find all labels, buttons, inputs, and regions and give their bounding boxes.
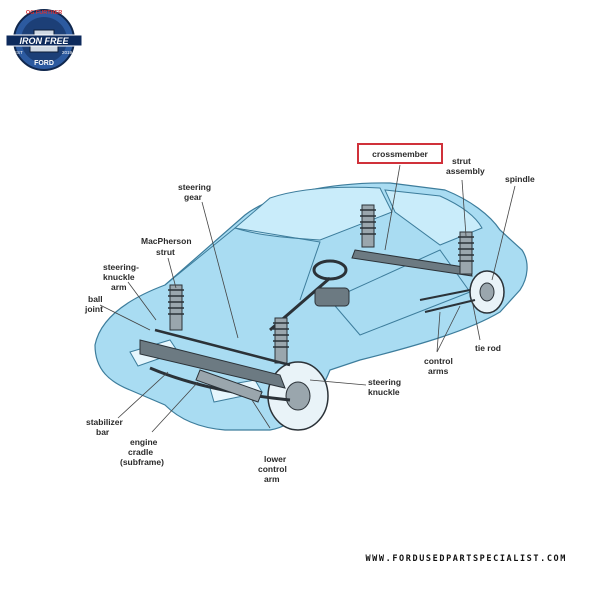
label-engine-cradle-2: cradle xyxy=(128,447,153,457)
stabilizer-bar-shape xyxy=(149,366,291,402)
side-window xyxy=(384,189,483,246)
leader-steering-gear xyxy=(201,201,239,339)
logo-brand-text: IRON FREE xyxy=(19,36,69,46)
label-strut-assembly-1: strut xyxy=(452,156,471,166)
label-steering-knuckle-2: knuckle xyxy=(368,387,400,397)
label-stabilizer-2: bar xyxy=(96,427,110,437)
leader-ball-joint xyxy=(99,304,151,331)
windshield xyxy=(233,186,393,241)
leader-spindle xyxy=(491,185,516,281)
leader-knuckle-arm xyxy=(127,281,157,321)
leader-strut-assembly xyxy=(461,179,467,237)
lower-control-arm-shape xyxy=(195,369,263,403)
label-steering-gear-2: gear xyxy=(184,192,203,202)
leader-crossmember xyxy=(384,164,401,251)
label-lower-control-arm-3: arm xyxy=(264,474,280,484)
label-macpherson-1: MacPherson xyxy=(141,236,192,246)
rear-strut-left xyxy=(361,204,375,248)
label-control-arms-2: arms xyxy=(428,366,449,376)
part-labels: crossmember strut assembly spindle steer… xyxy=(84,143,535,484)
label-knuckle-arm-2: knuckle xyxy=(103,272,135,282)
crossmember-highlight-box xyxy=(357,143,443,164)
label-strut-assembly-2: assembly xyxy=(446,166,485,176)
logo-sub-text: FORD xyxy=(34,60,54,67)
label-ball-joint-1: ball xyxy=(88,294,103,304)
label-ball-joint-2: joint xyxy=(84,304,103,314)
label-macpherson-2: strut xyxy=(156,247,175,257)
label-steering-knuckle-1: steering xyxy=(368,377,401,387)
label-control-arms-1: control xyxy=(424,356,453,366)
label-engine-cradle-3: (subframe) xyxy=(120,457,164,467)
label-stabilizer-1: stabilizer xyxy=(86,417,124,427)
label-steering-gear-1: steering xyxy=(178,182,211,192)
steering-gear-box xyxy=(314,287,350,307)
label-knuckle-arm-3: arm xyxy=(111,282,127,292)
rear-strut-right xyxy=(459,231,473,275)
suspension-parts xyxy=(139,204,476,403)
brand-logo: IRON FREE OG FURTHER EST 2019 FORD xyxy=(5,9,83,71)
leader-stabilizer xyxy=(117,371,169,419)
car-body xyxy=(94,182,528,431)
engine-cradle xyxy=(139,339,286,389)
label-crossmember: crossmember xyxy=(372,149,428,159)
logo-est-left: EST xyxy=(14,50,23,55)
steering-rack xyxy=(154,328,291,367)
leader-lower-control-arm xyxy=(251,399,271,429)
leader-control-arms xyxy=(436,305,461,353)
label-lower-control-arm-1: lower xyxy=(264,454,287,464)
front-spring-left xyxy=(168,289,184,315)
leader-tie-rod xyxy=(471,299,481,341)
leader-macpherson xyxy=(167,257,177,289)
front-spring-right xyxy=(273,322,289,348)
rear-hub xyxy=(479,282,495,302)
label-tie-rod: tie rod xyxy=(475,343,501,353)
footer-url: WWW.FORDUSEDPARTSPECIALIST.COM xyxy=(365,554,567,564)
label-lower-control-arm-2: control xyxy=(258,464,287,474)
leader-steering-knuckle xyxy=(309,379,367,386)
crossmember-beam xyxy=(351,249,473,277)
hood-line xyxy=(164,227,321,301)
rear-control-arms xyxy=(419,289,476,313)
logo-banner xyxy=(5,34,83,47)
label-spindle: spindle xyxy=(505,174,535,184)
label-knuckle-arm-1: steering- xyxy=(103,262,139,272)
rear-spring-right xyxy=(458,236,474,262)
logo-arc-text: OG FURTHER xyxy=(26,10,62,16)
leader-lines xyxy=(99,164,516,433)
front-hub xyxy=(285,381,311,411)
rear-spring-left xyxy=(360,209,376,235)
logo-est-right: 2019 xyxy=(62,50,73,55)
label-engine-cradle-1: engine xyxy=(130,437,158,447)
leader-engine-cradle xyxy=(151,381,199,433)
